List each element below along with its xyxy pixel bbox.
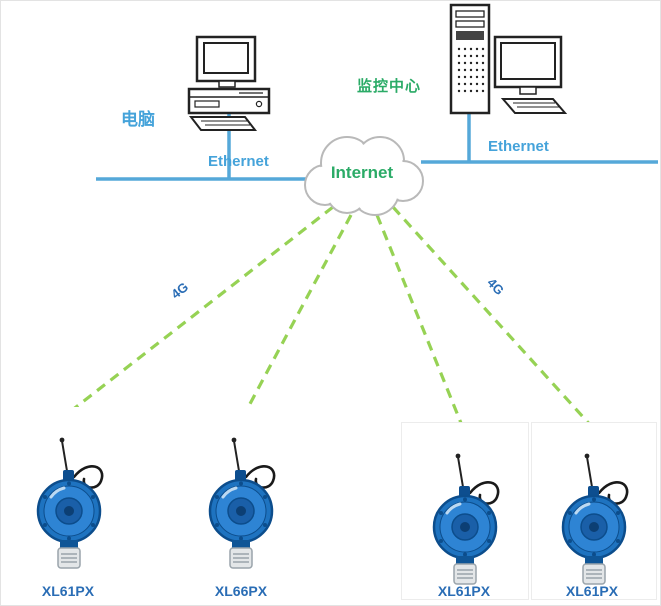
gas-detector-icon — [539, 453, 649, 593]
server-icon — [449, 3, 568, 115]
wireless-link-3 — [375, 214, 465, 429]
wireless-link-4 — [391, 205, 595, 430]
gas-detector-icon — [186, 437, 296, 577]
ethernet-label-right: Ethernet — [488, 138, 549, 155]
desktop-computer — [179, 35, 279, 135]
gas-detector-icon — [14, 437, 124, 577]
server-workstation — [441, 3, 576, 123]
ethernet-label-left: Ethernet — [208, 153, 269, 170]
server-label: 监控中心 — [357, 78, 422, 95]
cloud-shape — [304, 136, 424, 216]
pc-label: 电脑 — [121, 110, 155, 129]
internet-cloud: Internet — [287, 123, 437, 223]
detector-card-4 — [531, 422, 657, 600]
wireless-link-1 — [70, 205, 334, 413]
detector-model-1: XL61PX — [41, 583, 95, 599]
gas-detector-icon — [410, 453, 520, 593]
desktop-computer-icon — [187, 35, 271, 131]
detector-model-2: XL66PX — [214, 583, 268, 599]
detector-card-2 — [161, 407, 301, 583]
detector-model-4: XL61PX — [565, 583, 619, 599]
internet-label: Internet — [330, 163, 394, 182]
detector-card-3 — [401, 422, 529, 600]
detector-card-1 — [4, 407, 136, 583]
wireless-link-2 — [242, 214, 353, 416]
detector-model-3: XL61PX — [437, 583, 491, 599]
